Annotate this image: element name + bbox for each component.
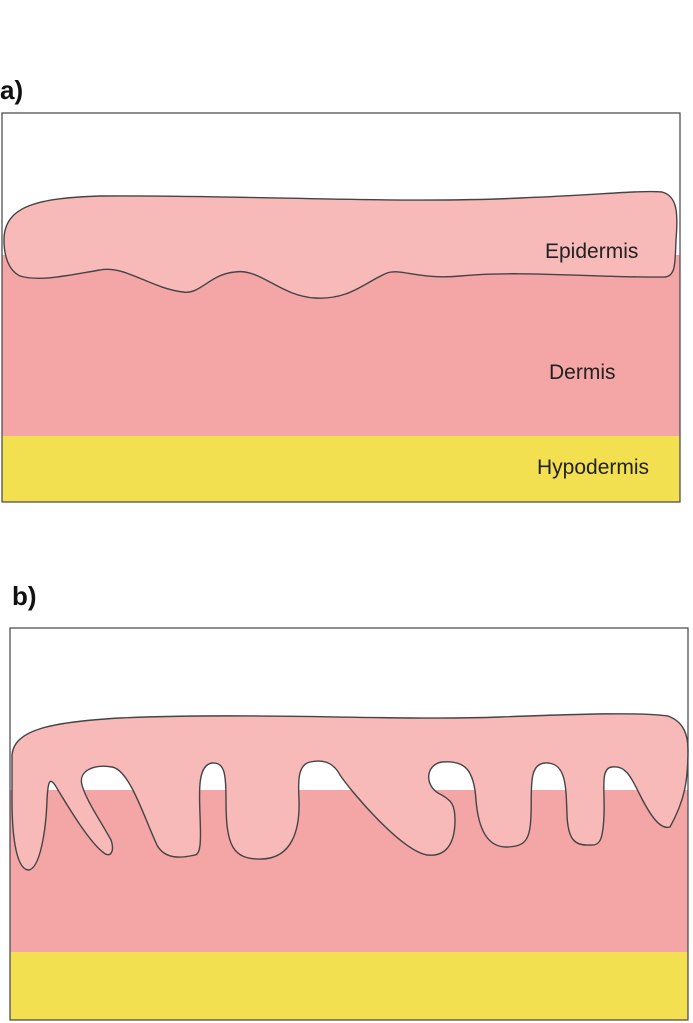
epidermis-layer-a xyxy=(3,190,678,299)
panel-b-label: b) xyxy=(12,581,37,611)
panel-a: Epidermis Dermis Hypodermis xyxy=(1,112,681,503)
hypodermis-layer-a xyxy=(2,436,680,502)
hypodermis-layer-b xyxy=(10,952,688,1020)
hypodermis-label: Hypodermis xyxy=(537,456,649,479)
panel-a-label: a) xyxy=(0,75,23,105)
epidermis-layer-b xyxy=(11,713,689,871)
panel-b-frame xyxy=(9,627,689,1021)
epidermis-label: Epidermis xyxy=(545,240,638,263)
panel-a-frame xyxy=(1,112,681,503)
panel-b xyxy=(9,627,689,1021)
dermis-label: Dermis xyxy=(549,361,616,384)
